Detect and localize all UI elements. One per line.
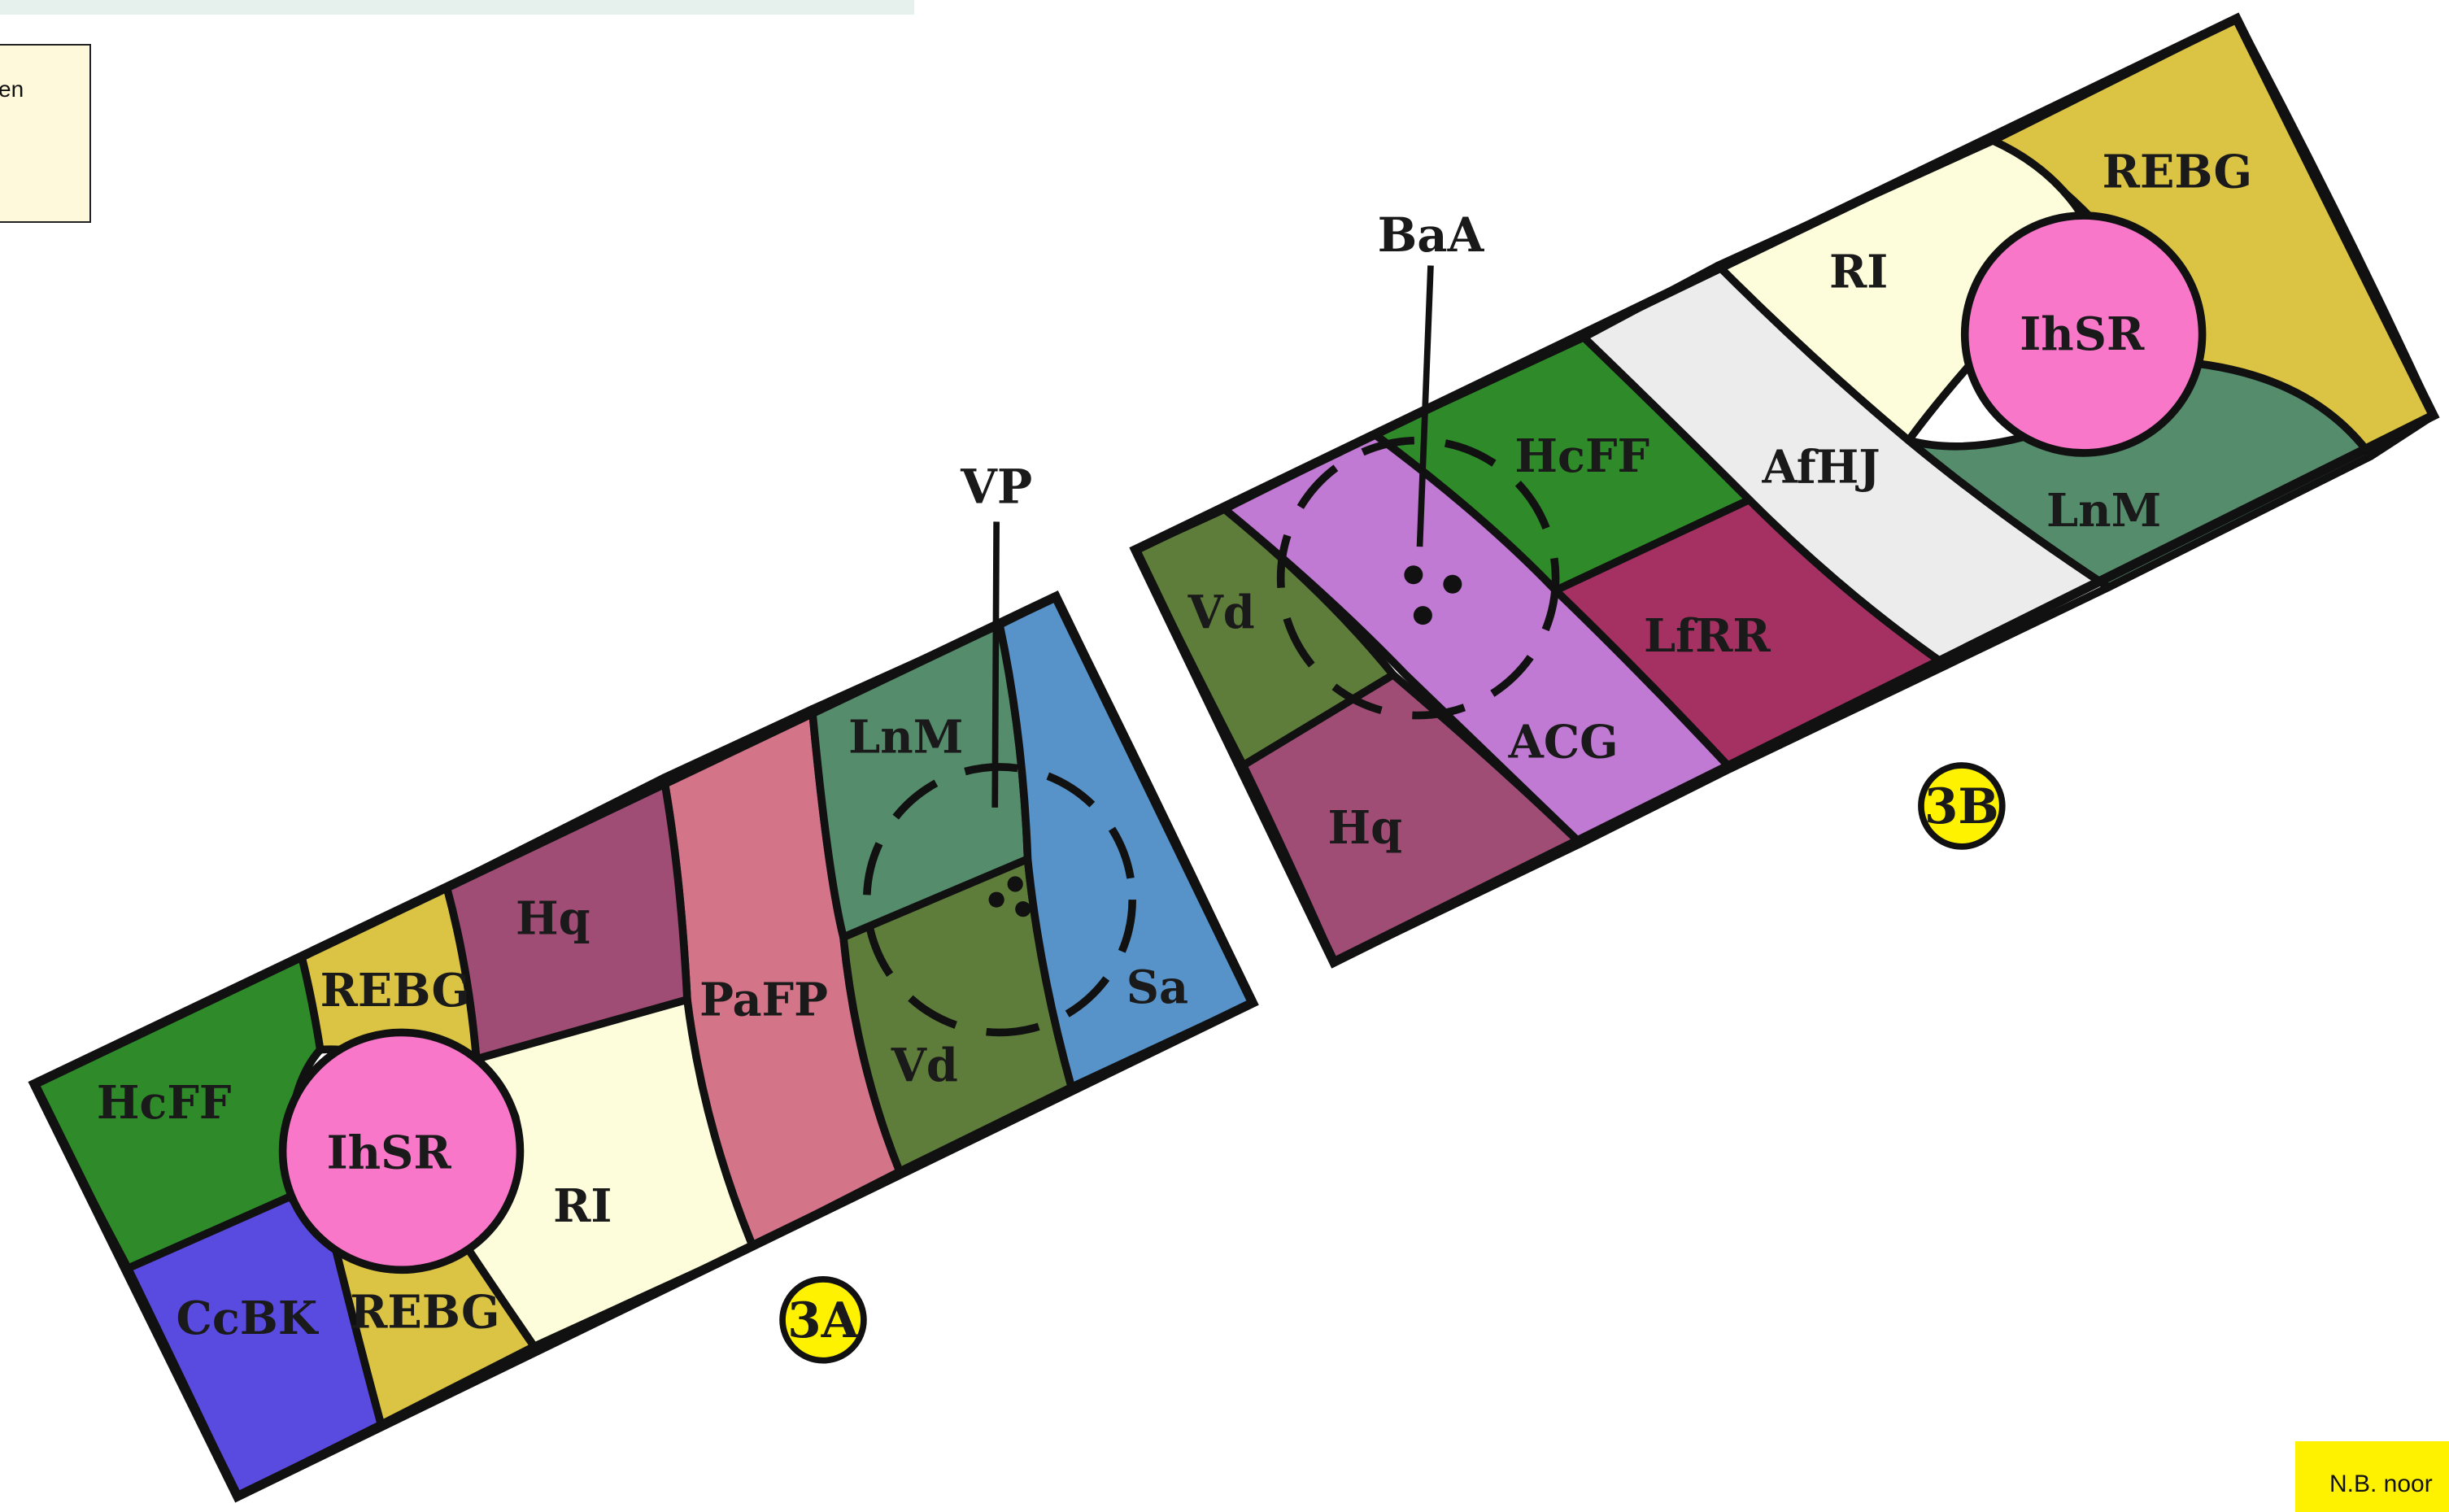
label-3a-rebg-bottom: REBG	[350, 1286, 499, 1339]
label-3b-hq: Hq	[1328, 802, 1403, 855]
panel-3b-dot-2	[1443, 574, 1462, 594]
panel-3a-dot-1	[988, 891, 1004, 908]
region-3b-ihsr	[1960, 211, 2207, 457]
note-box: en	[0, 44, 91, 223]
label-3a-hcff: HcFF	[97, 1077, 232, 1130]
label-3b-ihsr: IhSR	[2020, 308, 2145, 361]
label-3a-hq: Hq	[516, 892, 590, 945]
label-3a-rebg-top: REBG	[320, 965, 470, 1017]
panel-3b: BaA Vd Hq HcFF ACG LfRR AfHJ RI IhSR LnM…	[1129, 12, 2440, 969]
label-3b-lnm: LnM	[2046, 485, 2161, 538]
label-3b-acg: ACG	[1508, 716, 1619, 769]
label-3a-vd: Vd	[891, 1039, 958, 1092]
label-3b-hcff: HcFF	[1514, 430, 1649, 483]
panel-3b-dot-1	[1404, 565, 1423, 585]
label-3a-ccbk: CcBK	[176, 1292, 320, 1345]
panel-3a-dot-3	[1015, 901, 1031, 917]
label-3a-sa: Sa	[1126, 961, 1188, 1014]
label-3a-lnm: LnM	[848, 712, 963, 765]
panel-3a-outline	[28, 590, 1259, 1503]
label-3a-pafp: PaFP	[699, 974, 828, 1026]
panel-3a-badge: 3A	[779, 1276, 867, 1364]
footer-note: N.B. noor	[2295, 1441, 2449, 1512]
label-3b-lfrr: LfRR	[1644, 610, 1771, 663]
panel-3a-dot-2	[1007, 876, 1023, 892]
note-text: en	[0, 76, 24, 102]
panel-3b-pointer-line	[1416, 265, 1434, 547]
label-3b-vd: Vd	[1187, 586, 1255, 639]
panel-3a-dashed-circle	[862, 763, 1137, 1037]
label-3b-rebg: REBG	[2103, 146, 2252, 198]
panel-3b-badge: 3B	[1918, 762, 2006, 850]
label-3b-ri: RI	[1829, 246, 1888, 298]
panel-3a: VP HcFF IhSR CcBK REBG REBG Hq RI PaFP L…	[28, 459, 1259, 1503]
panel-3b-badge-label: 3B	[1924, 778, 1999, 835]
panel-3b-dot-3	[1413, 606, 1432, 625]
label-3b-afhj: AfHJ	[1761, 441, 1880, 494]
label-3a-ri: RI	[553, 1180, 612, 1233]
panel-3a-pointer-line	[991, 521, 1000, 808]
panel-3a-badge-label: 3A	[787, 1292, 859, 1349]
label-3a-ihsr: IhSR	[327, 1126, 452, 1179]
region-3a-ihsr	[278, 1028, 525, 1275]
top-banner-strip	[0, 0, 914, 15]
panel-3b-dashed-circle	[1276, 436, 1560, 720]
panel-3a-pointer-label: VP	[960, 459, 1032, 514]
panel-3b-pointer-label: BaA	[1378, 207, 1485, 263]
panel-3b-outline	[1129, 12, 2440, 969]
